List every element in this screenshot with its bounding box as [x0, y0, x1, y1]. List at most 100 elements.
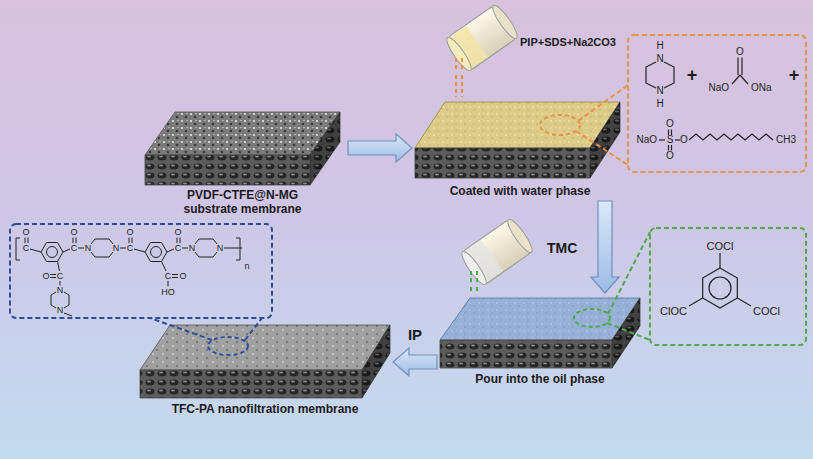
- atom-label: HO: [161, 288, 175, 297]
- pour-stream: [456, 58, 462, 72]
- step-label: Pour into the oil phase: [443, 372, 638, 386]
- step-label: Coated with water phase: [420, 184, 620, 198]
- pour-stream: [470, 271, 472, 284]
- chemical-bonds: [675, 139, 680, 140]
- callout-box: [576, 131, 628, 165]
- chemical-bonds: [47, 247, 58, 258]
- chemical-bonds: [151, 247, 162, 258]
- atom-label: NaO: [636, 135, 657, 145]
- chemical-bonds: [50, 274, 56, 275]
- chemical-bonds: [703, 268, 738, 308]
- chemical-bonds: [28, 238, 29, 244]
- chemical-bonds: [719, 253, 720, 268]
- chemical-bonds: [195, 239, 217, 244]
- chemical-bonds: [50, 277, 56, 278]
- chemical-bonds: [195, 252, 217, 257]
- chemical-bonds: [64, 313, 72, 316]
- substrate-slab: [310, 112, 340, 185]
- process-arrow: [348, 134, 412, 162]
- chemical-bonds: [129, 238, 130, 244]
- atom-label: N: [113, 244, 120, 253]
- chemical-bonds: [236, 238, 240, 260]
- chemical-bonds: [132, 238, 133, 244]
- atom-label: N: [189, 244, 196, 253]
- oil-phase-slab: [612, 298, 640, 368]
- callout-box: [10, 224, 272, 318]
- water-phase-slab: [415, 102, 620, 148]
- atom-label: N: [57, 286, 64, 295]
- pour-stream: [471, 271, 477, 284]
- chemical-bonds: [73, 238, 74, 244]
- tfc-slab: [362, 325, 390, 398]
- atom-label: ONa: [751, 83, 772, 93]
- reagent-label: TMC: [547, 240, 590, 257]
- callout-box: [150, 318, 212, 340]
- chemical-bonds: [16, 238, 20, 260]
- chemical-bonds: [145, 243, 167, 262]
- atom-label: O: [666, 119, 674, 129]
- atom-label: N: [85, 244, 92, 253]
- process-arrow: [591, 201, 619, 293]
- pour-stream: [455, 75, 457, 97]
- substrate-slab: [310, 112, 340, 185]
- chemical-bonds: [91, 252, 113, 257]
- tfc-slab: [140, 370, 362, 398]
- chemical-bonds: [91, 239, 113, 244]
- tfc-slab: [208, 337, 248, 355]
- water-phase-slab: [540, 115, 580, 135]
- chemical-bonds: [162, 262, 167, 272]
- tfc-slab: [362, 325, 390, 398]
- chemical-bonds: [737, 298, 751, 306]
- atom-label: C: [165, 272, 172, 281]
- atom-label: O: [70, 228, 77, 237]
- substrate-slab: [145, 112, 340, 185]
- atom-label: O: [126, 228, 133, 237]
- process-arrow: [393, 348, 437, 376]
- atom-label: O: [42, 272, 49, 281]
- atom-label: ClOC: [660, 306, 687, 317]
- atom-label: S: [667, 135, 674, 145]
- chemical-bonds: [740, 75, 748, 84]
- oil-phase-slab: [440, 340, 612, 368]
- chemical-bonds: [76, 238, 77, 244]
- water-phase-slab: [415, 148, 590, 178]
- callout-box: [607, 323, 650, 340]
- oil-phase-slab: [440, 298, 640, 340]
- chemical-bonds: [659, 139, 665, 140]
- process-arrow: [393, 348, 437, 376]
- chemical-bonds: [689, 134, 773, 140]
- membrane-node: TFC-PA nanofiltration membrane: [140, 322, 390, 416]
- pour-stream: [471, 287, 477, 293]
- pour-stream: [476, 271, 478, 284]
- chemical-bonds: [689, 253, 751, 308]
- atom-label: C: [127, 244, 134, 253]
- atom-label: N: [656, 54, 663, 64]
- chemical-bonds: [180, 238, 181, 244]
- oil-phase-slab: [440, 298, 640, 340]
- atom-label: C: [175, 244, 182, 253]
- atom-label: O: [666, 151, 674, 161]
- chemical-bonds: [172, 277, 178, 278]
- chemical-bonds: [134, 249, 145, 252]
- pour-stream: [470, 287, 472, 293]
- atom-label: COCl: [707, 241, 734, 252]
- callout-box: [628, 35, 806, 172]
- chemical-bonds: [646, 62, 656, 88]
- callout-box: [10, 35, 806, 345]
- membrane-node: Coated with water phase: [415, 100, 625, 198]
- chemical-bonds: [182, 248, 188, 249]
- atom-label: H: [656, 41, 663, 51]
- membrane-node: PVDF-CTFE@N-MG substrate membrane: [140, 108, 345, 216]
- atom-label: O: [736, 47, 744, 57]
- step-label: PVDF-CTFE@N-MG substrate membrane: [168, 188, 318, 216]
- beaker: [504, 217, 535, 256]
- beaker: [489, 3, 520, 42]
- chemical-bonds: [64, 292, 69, 308]
- water-phase-slab: [415, 102, 620, 148]
- callout-box: [650, 228, 806, 345]
- beaker: [443, 35, 474, 74]
- process-arrow: [348, 134, 412, 162]
- arrow-label: IP: [408, 327, 422, 342]
- atom-label: COCl: [753, 306, 780, 317]
- chemical-bonds: [224, 248, 242, 249]
